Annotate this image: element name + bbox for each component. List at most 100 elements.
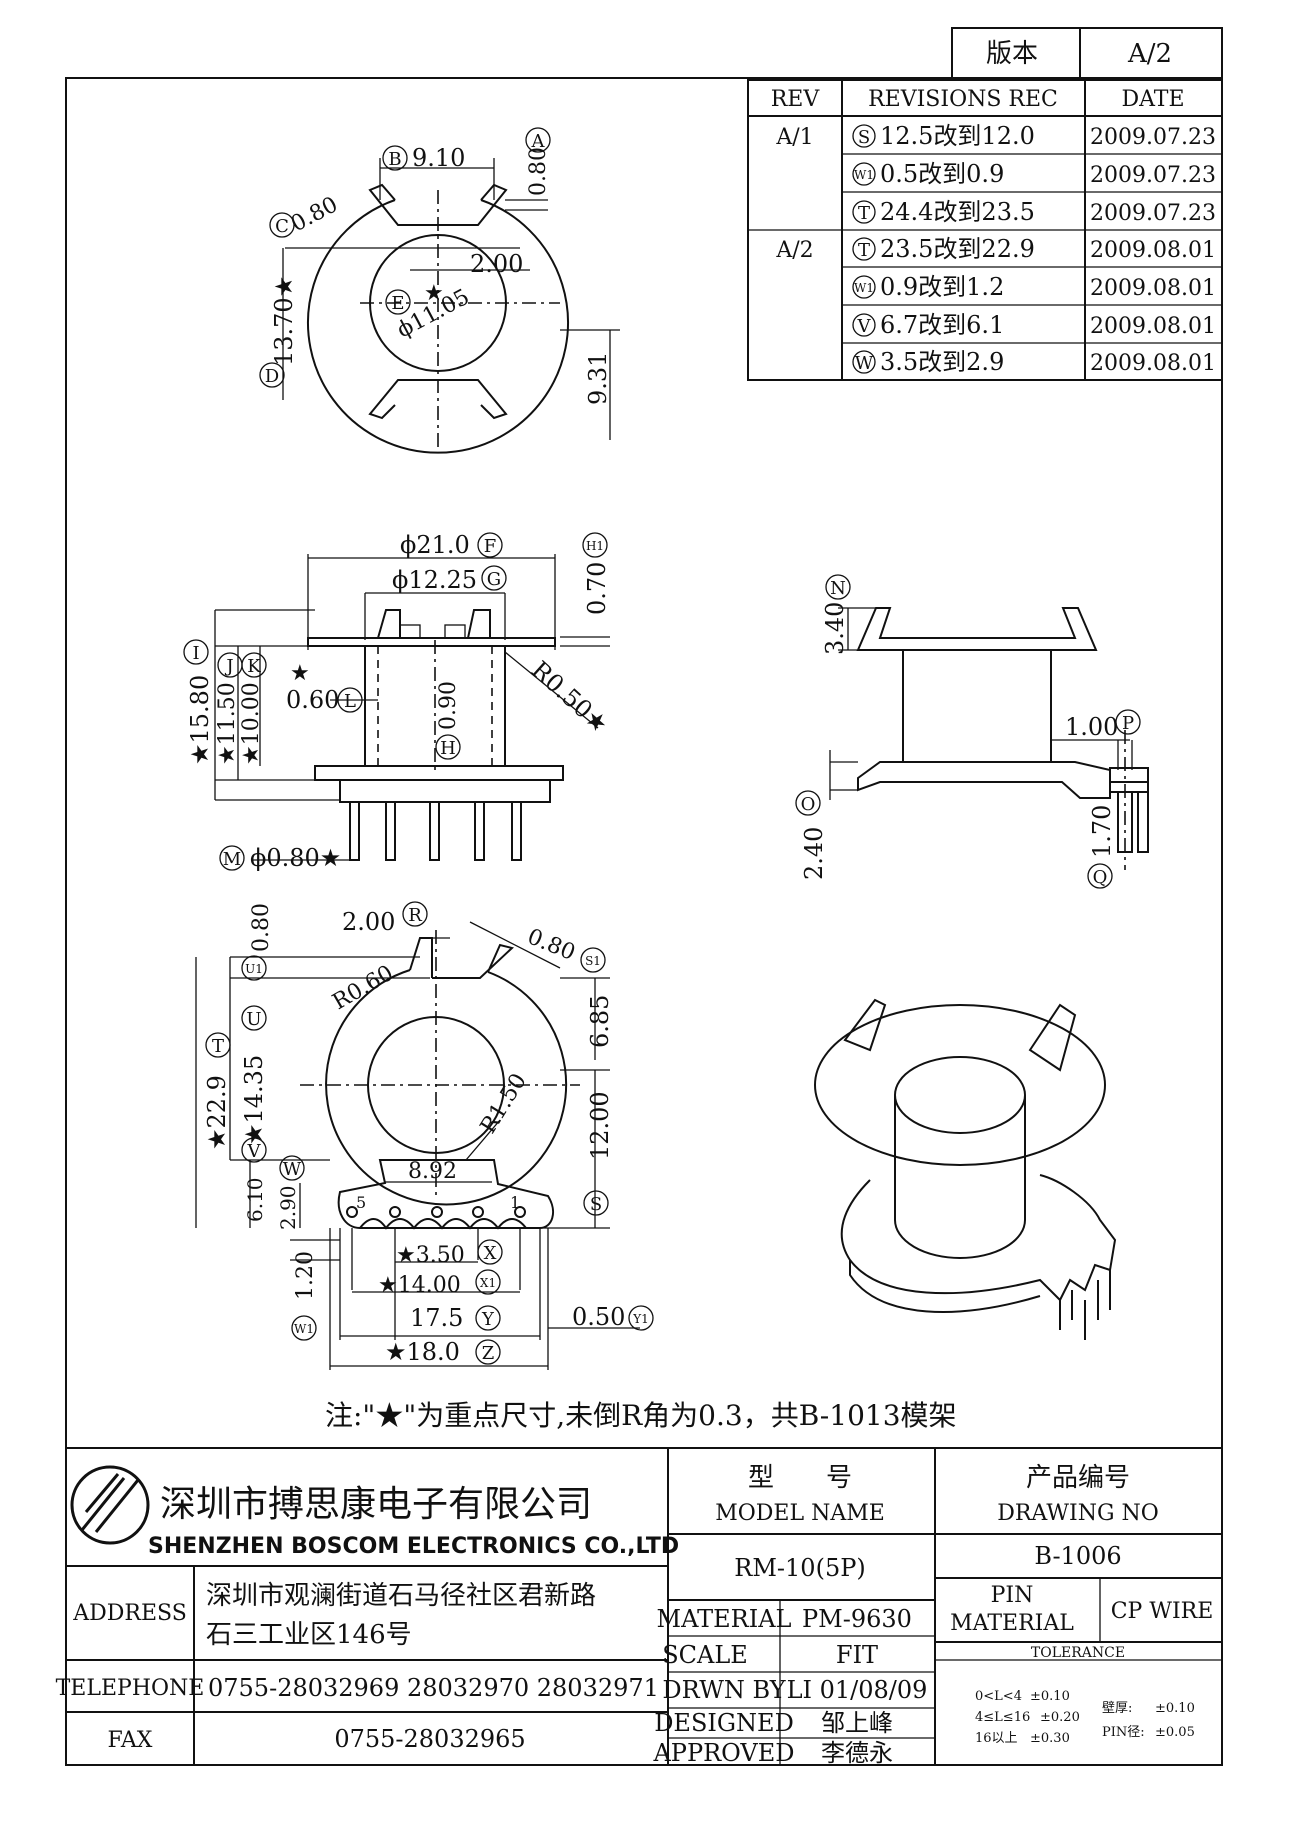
tag-j: J (224, 656, 233, 677)
tag-t: T (212, 1036, 224, 1057)
tag-y: Y (481, 1309, 495, 1330)
revision-row: V 6.7改到6.1 2009.08.01 (852, 311, 1216, 339)
tag-h1: H1 (586, 539, 604, 553)
tag-h: H (440, 738, 456, 759)
dim-q: 1.70 (1088, 805, 1116, 858)
tag-x1: X1 (480, 1276, 496, 1290)
revision-tag: V (857, 316, 872, 337)
svg-text:2009.07.23: 2009.07.23 (1090, 125, 1216, 150)
dim-c: 0.80 (287, 192, 342, 237)
tolerance-row: 4≤L≤16 ±0.20 (975, 1710, 1080, 1725)
dim-a: 0.80 (526, 147, 551, 196)
svg-text:±0.30: ±0.30 (1030, 1731, 1070, 1746)
tag-v: V (247, 1141, 262, 1162)
tag-b: B (388, 149, 401, 170)
svg-text:2009.08.01: 2009.08.01 (1090, 276, 1216, 301)
dim-u: ★14.35 (240, 1055, 268, 1145)
dim-n: 3.40 (821, 602, 849, 655)
revision-row: T 24.4改到23.5 2009.07.23 (852, 198, 1216, 226)
tag-x: X (484, 1243, 497, 1264)
svg-text:3.5改到2.9: 3.5改到2.9 (880, 348, 1004, 376)
dim-f: ϕ21.0 (400, 531, 470, 559)
tag-n: N (830, 578, 846, 599)
dim-i: ★15.80 (186, 675, 214, 765)
revision-tag: S (858, 127, 870, 148)
rev-date-header: DATE (1121, 87, 1184, 112)
version-box: 版本 A/2 (951, 27, 1223, 79)
pin-material-label-2: MATERIAL (950, 1611, 1074, 1636)
pin1-label: 1 (510, 1193, 520, 1212)
dim-v: 6.10 (243, 1177, 267, 1222)
version-value: A/2 (1127, 39, 1172, 69)
version-label: 版本 (986, 39, 1038, 69)
revision-row: A/2 T 23.5改到22.9 2009.08.01 (775, 235, 1216, 263)
dim-b: 9.10 (412, 144, 465, 172)
tolerance-row: 0<L<4 ±0.10 (975, 1689, 1070, 1704)
pin-material-value: CP WIRE (1111, 1599, 1214, 1624)
revision-tag: W1 (854, 281, 874, 295)
svg-text:±0.10: ±0.10 (1030, 1689, 1070, 1704)
bottom-view: 5 1 2.00 R 0.80 S1 0.80 U1 R0.60 ★14.35 … (195, 901, 654, 1370)
tag-s1: S1 (585, 954, 601, 968)
dim-z: ★18.0 (385, 1338, 460, 1366)
tag-w1: W1 (294, 1322, 314, 1336)
revision-tag: W1 (854, 168, 874, 182)
model-value: RM-10(5P) (734, 1554, 865, 1582)
dim-t: ★22.9 (203, 1075, 231, 1150)
svg-text:2009.07.23: 2009.07.23 (1090, 201, 1216, 226)
revision-row: W 3.5改到2.9 2009.08.01 (852, 348, 1216, 376)
svg-text:A/2: A/2 (775, 238, 813, 263)
top-view: B 9.10 A 0.80 C 0.80 2.00 E ϕ11.05 ★ D 1… (259, 127, 620, 454)
designed-label: DESIGNED (654, 1709, 794, 1737)
telephone-label: TELEPHONE (56, 1676, 205, 1701)
dim-right: 9.31 (584, 352, 612, 405)
side-view: N 3.40 1.00 P O 2.40 1.70 Q (795, 574, 1149, 889)
rev-rec-header: REVISIONS REC (868, 87, 1058, 112)
dim-u1: 0.80 (249, 903, 274, 952)
svg-text:16以上: 16以上 (975, 1731, 1018, 1746)
dim-y: 17.5 (410, 1304, 463, 1332)
title-block: 深圳市搏思康电子有限公司 SHENZHEN BOSCOM ELECTRONICS… (56, 1447, 1222, 1767)
tag-c: C (275, 216, 289, 237)
star-e: ★ (424, 281, 444, 306)
drawing-label-cn: 产品编号 (1026, 1463, 1130, 1493)
approved-value: 李德永 (821, 1739, 893, 1767)
drawing-border (65, 77, 1223, 1766)
revision-table: REV REVISIONS REC DATE A/1 S 12.5改到12.0 … (747, 79, 1223, 381)
top-flange-outline (307, 199, 569, 454)
dim-r-200: 2.00 (342, 908, 395, 936)
tag-d: D (265, 366, 279, 387)
dim-r150: R1.50 (476, 1069, 532, 1138)
dim-m: ϕ0.80★ (250, 844, 341, 872)
svg-text:24.4改到23.5: 24.4改到23.5 (880, 198, 1035, 226)
address-line1: 深圳市观澜街道石马径社区君新路 (206, 1581, 596, 1611)
dim-w: 2.90 (276, 1185, 300, 1230)
tag-e: E (391, 293, 404, 314)
company-name-cn: 深圳市搏思康电子有限公司 (160, 1484, 592, 1525)
dim-o: 2.40 (800, 827, 828, 880)
svg-text:12.5改到12.0: 12.5改到12.0 (880, 122, 1035, 150)
revision-tag: W (855, 353, 874, 374)
dim-h: 0.90 (436, 681, 461, 730)
dim-685: 6.85 (586, 995, 614, 1048)
svg-text:6.7改到6.1: 6.7改到6.1 (880, 311, 1004, 339)
pin5-label: 5 (356, 1193, 366, 1212)
svg-text:A/1: A/1 (775, 125, 813, 150)
tag-u1: U1 (245, 962, 263, 976)
tag-f: F (484, 536, 497, 557)
pin-dia-label: PIN径: (1102, 1725, 1145, 1740)
tag-k: K (247, 656, 261, 677)
material-value: PM-9630 (802, 1605, 912, 1633)
tag-o: O (801, 794, 816, 815)
drawn-value: LI 01/08/09 (787, 1676, 928, 1704)
dim-r060: R0.60 (329, 961, 398, 1015)
tag-y1: Y1 (632, 1312, 649, 1326)
tag-l: L (344, 691, 356, 712)
telephone-value: 0755-28032969 28032970 28032971 (208, 1674, 659, 1702)
pin-dia-value: ±0.05 (1155, 1725, 1195, 1740)
tag-q: Q (1093, 867, 1108, 888)
company-name-en: SHENZHEN BOSCOM ELECTRONICS CO.,LTD (148, 1534, 679, 1559)
company-logo-icon (70, 1465, 150, 1545)
approved-label: APPROVED (652, 1739, 794, 1767)
